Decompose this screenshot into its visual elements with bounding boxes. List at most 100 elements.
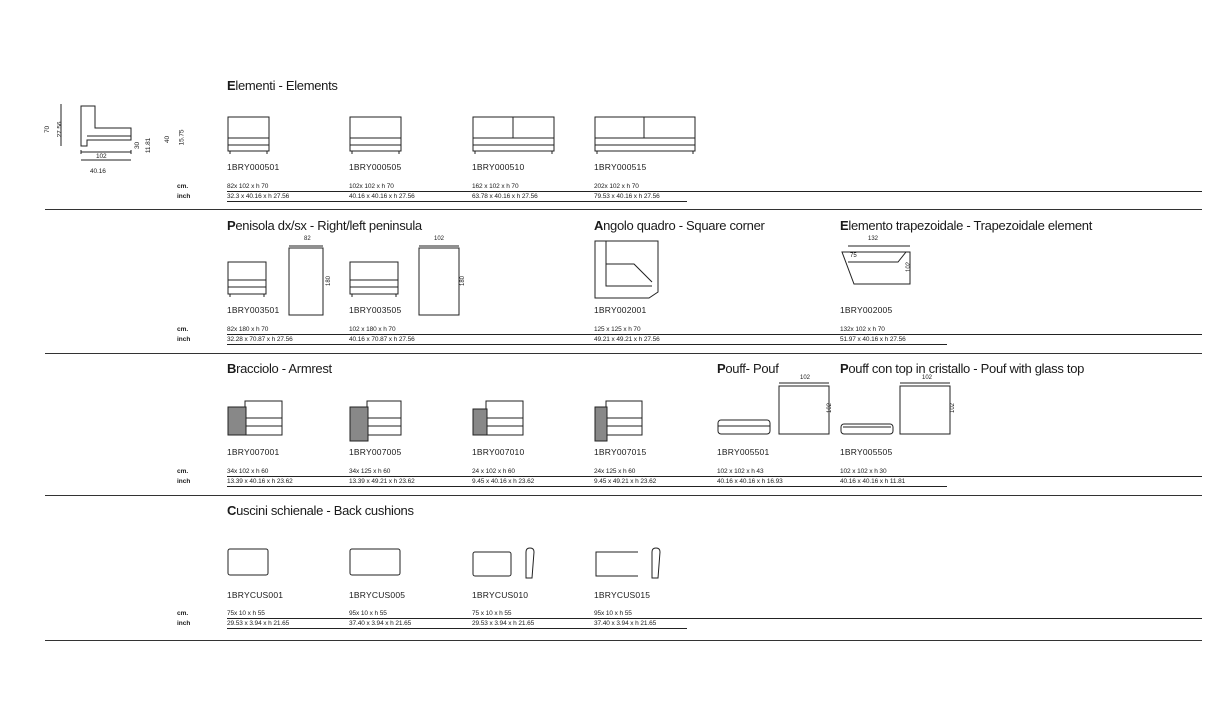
section-title-trapezoidal: Elemento trapezoidale - Trapezoidale ele… — [840, 218, 1093, 233]
section-title-glass-pouf: Pouff con top in cristallo - Pouf with g… — [840, 361, 1085, 376]
cushion-4-icon — [594, 546, 669, 580]
armrest-1-icon — [227, 400, 287, 440]
element-2-icon — [349, 116, 404, 156]
unit-cm-2: cm. — [177, 326, 189, 333]
cushion-1-inch: 29.53 x 3.94 x h 21.65 — [227, 620, 290, 627]
trapezoidal-angle: 75 — [850, 253, 857, 259]
profile-width-inch: 40.16 — [90, 168, 106, 175]
corner-cm: 125 x 125 x h 70 — [594, 326, 641, 333]
cushion-3-cm: 75 x 10 x h 55 — [472, 610, 512, 617]
armrest-2-inch: 13.39 x 49.21 x h 23.62 — [349, 478, 415, 485]
profile-seat-inch: 11.81 — [145, 137, 153, 154]
cushion-3-inch: 29.53 x 3.94 x h 21.65 — [472, 620, 535, 627]
section-title-elements: Elementi - Elements — [227, 78, 338, 93]
peninsula-1-width: 82 — [304, 236, 311, 242]
element-1-cm: 82x 102 x h 70 — [227, 183, 269, 190]
trapezoidal-code: 1BRY002005 — [840, 305, 893, 315]
profile-drawing — [45, 100, 175, 180]
peninsula-2-icon — [349, 242, 469, 322]
cushion-4-inch: 37.40 x 3.94 x h 21.65 — [594, 620, 657, 627]
glass-pouf-icon — [840, 380, 955, 440]
armrest-2-icon — [349, 400, 409, 442]
section-title-corner: Angolo quadro - Square corner — [594, 218, 765, 233]
pouf-code: 1BRY005501 — [717, 447, 770, 457]
cushion-2-cm: 95x 10 x h 55 — [349, 610, 387, 617]
pouf-depth: 102 — [827, 402, 834, 414]
glass-pouf-inch: 40.16 x 40.16 x h 11.81 — [840, 478, 906, 485]
section-title-armrest: Bracciolo - Armrest — [227, 361, 332, 376]
section-title-cushions: Cuscini schienale - Back cushions — [227, 503, 414, 518]
cushion-2-code: 1BRYCUS005 — [349, 590, 406, 600]
element-3-inch: 63.78 x 40.16 x h 27.56 — [472, 193, 538, 200]
section-title-pouf: Pouff- Pouf — [717, 361, 779, 376]
element-3-cm: 162 x 102 x h 70 — [472, 183, 519, 190]
unit-inch-2: inch — [177, 336, 191, 343]
unit-inch-1: inch — [177, 193, 191, 200]
divider-2 — [45, 353, 1202, 354]
cushion-4-cm: 95x 10 x h 55 — [594, 610, 632, 617]
peninsula-2-width: 102 — [434, 236, 445, 242]
peninsula-2-code: 1BRY003505 — [349, 305, 402, 315]
corner-inch: 49.21 x 49.21 x h 27.56 — [594, 336, 660, 343]
unit-inch-4: inch — [177, 620, 191, 627]
element-1-inch: 32.3 x 40.16 x h 27.56 — [227, 193, 290, 200]
element-4-icon — [594, 116, 699, 156]
armrest-3-code: 1BRY007010 — [472, 447, 525, 457]
corner-code: 1BRY002001 — [594, 305, 647, 315]
trapezoidal-width: 132 — [868, 236, 879, 242]
divider-4 — [45, 640, 1202, 641]
armrest-1-code: 1BRY007001 — [227, 447, 280, 457]
profile-seat: 30 — [134, 141, 142, 150]
peninsula-2-cm: 102 x 180 x h 70 — [349, 326, 396, 333]
pouf-inch: 40.16 x 40.16 x h 16.93 — [717, 478, 783, 485]
peninsula-2-inch: 40.16 x 70.87 x h 27.56 — [349, 336, 415, 343]
cushion-2-icon — [349, 548, 404, 580]
peninsula-1-inch: 32.28 x 70.87 x h 27.56 — [227, 336, 293, 343]
pouf-width: 102 — [800, 375, 811, 381]
armrest-4-inch: 9.45 x 49.21 x h 23.62 — [594, 478, 657, 485]
peninsula-1-length: 180 — [326, 275, 333, 287]
peninsula-1-code: 1BRY003501 — [227, 305, 280, 315]
armrest-2-cm: 34x 125 x h 60 — [349, 468, 391, 475]
peninsula-1-cm: 82x 180 x h 70 — [227, 326, 269, 333]
glass-pouf-depth: 102 — [950, 402, 957, 414]
armrest-1-cm: 34x 102 x h 60 — [227, 468, 269, 475]
unit-cm-1: cm. — [177, 183, 189, 190]
cushion-3-code: 1BRYCUS010 — [472, 590, 529, 600]
trapezoidal-cm: 132x 102 x h 70 — [840, 326, 885, 333]
divider-1 — [45, 209, 1202, 210]
glass-pouf-width: 102 — [922, 375, 933, 381]
pouf-cm: 102 x 102 x h 43 — [717, 468, 764, 475]
trapezoidal-depth: 102 — [906, 261, 913, 273]
unit-cm-3: cm. — [177, 468, 189, 475]
element-3-icon — [472, 116, 557, 156]
element-1-icon — [227, 116, 272, 156]
armrest-3-cm: 24 x 102 x h 60 — [472, 468, 515, 475]
element-4-inch: 79.53 x 40.16 x h 27.56 — [594, 193, 660, 200]
profile-height-inch: 27.56 — [56, 121, 64, 138]
armrest-3-icon — [472, 400, 532, 440]
cushion-3-icon — [472, 546, 547, 580]
trapezoidal-icon — [840, 244, 920, 294]
element-3-code: 1BRY000510 — [472, 162, 525, 172]
glass-pouf-code: 1BRY005505 — [840, 447, 893, 457]
cushion-1-icon — [227, 548, 272, 580]
profile-height: 70 — [44, 125, 52, 134]
armrest-4-cm: 24x 125 x h 60 — [594, 468, 636, 475]
armrest-2-code: 1BRY007005 — [349, 447, 402, 457]
element-2-inch: 40.16 x 40.16 x h 27.56 — [349, 193, 415, 200]
glass-pouf-cm: 102 x 102 x h 30 — [840, 468, 887, 475]
square-corner-icon — [594, 240, 664, 302]
element-4-cm: 202x 102 x h 70 — [594, 183, 639, 190]
pouf-icon — [717, 380, 832, 440]
armrest-1-inch: 13.39 x 40.16 x h 23.62 — [227, 478, 293, 485]
trapezoidal-inch: 51.97 x 40.16 x h 27.56 — [840, 336, 906, 343]
profile-width: 102 — [96, 153, 107, 160]
element-2-cm: 102x 102 x h 70 — [349, 183, 394, 190]
element-2-code: 1BRY000505 — [349, 162, 402, 172]
cushion-1-code: 1BRYCUS001 — [227, 590, 284, 600]
profile-seat2: 40 — [164, 135, 172, 144]
unit-cm-4: cm. — [177, 610, 189, 617]
element-4-code: 1BRY000515 — [594, 162, 647, 172]
peninsula-1-icon — [227, 242, 337, 322]
